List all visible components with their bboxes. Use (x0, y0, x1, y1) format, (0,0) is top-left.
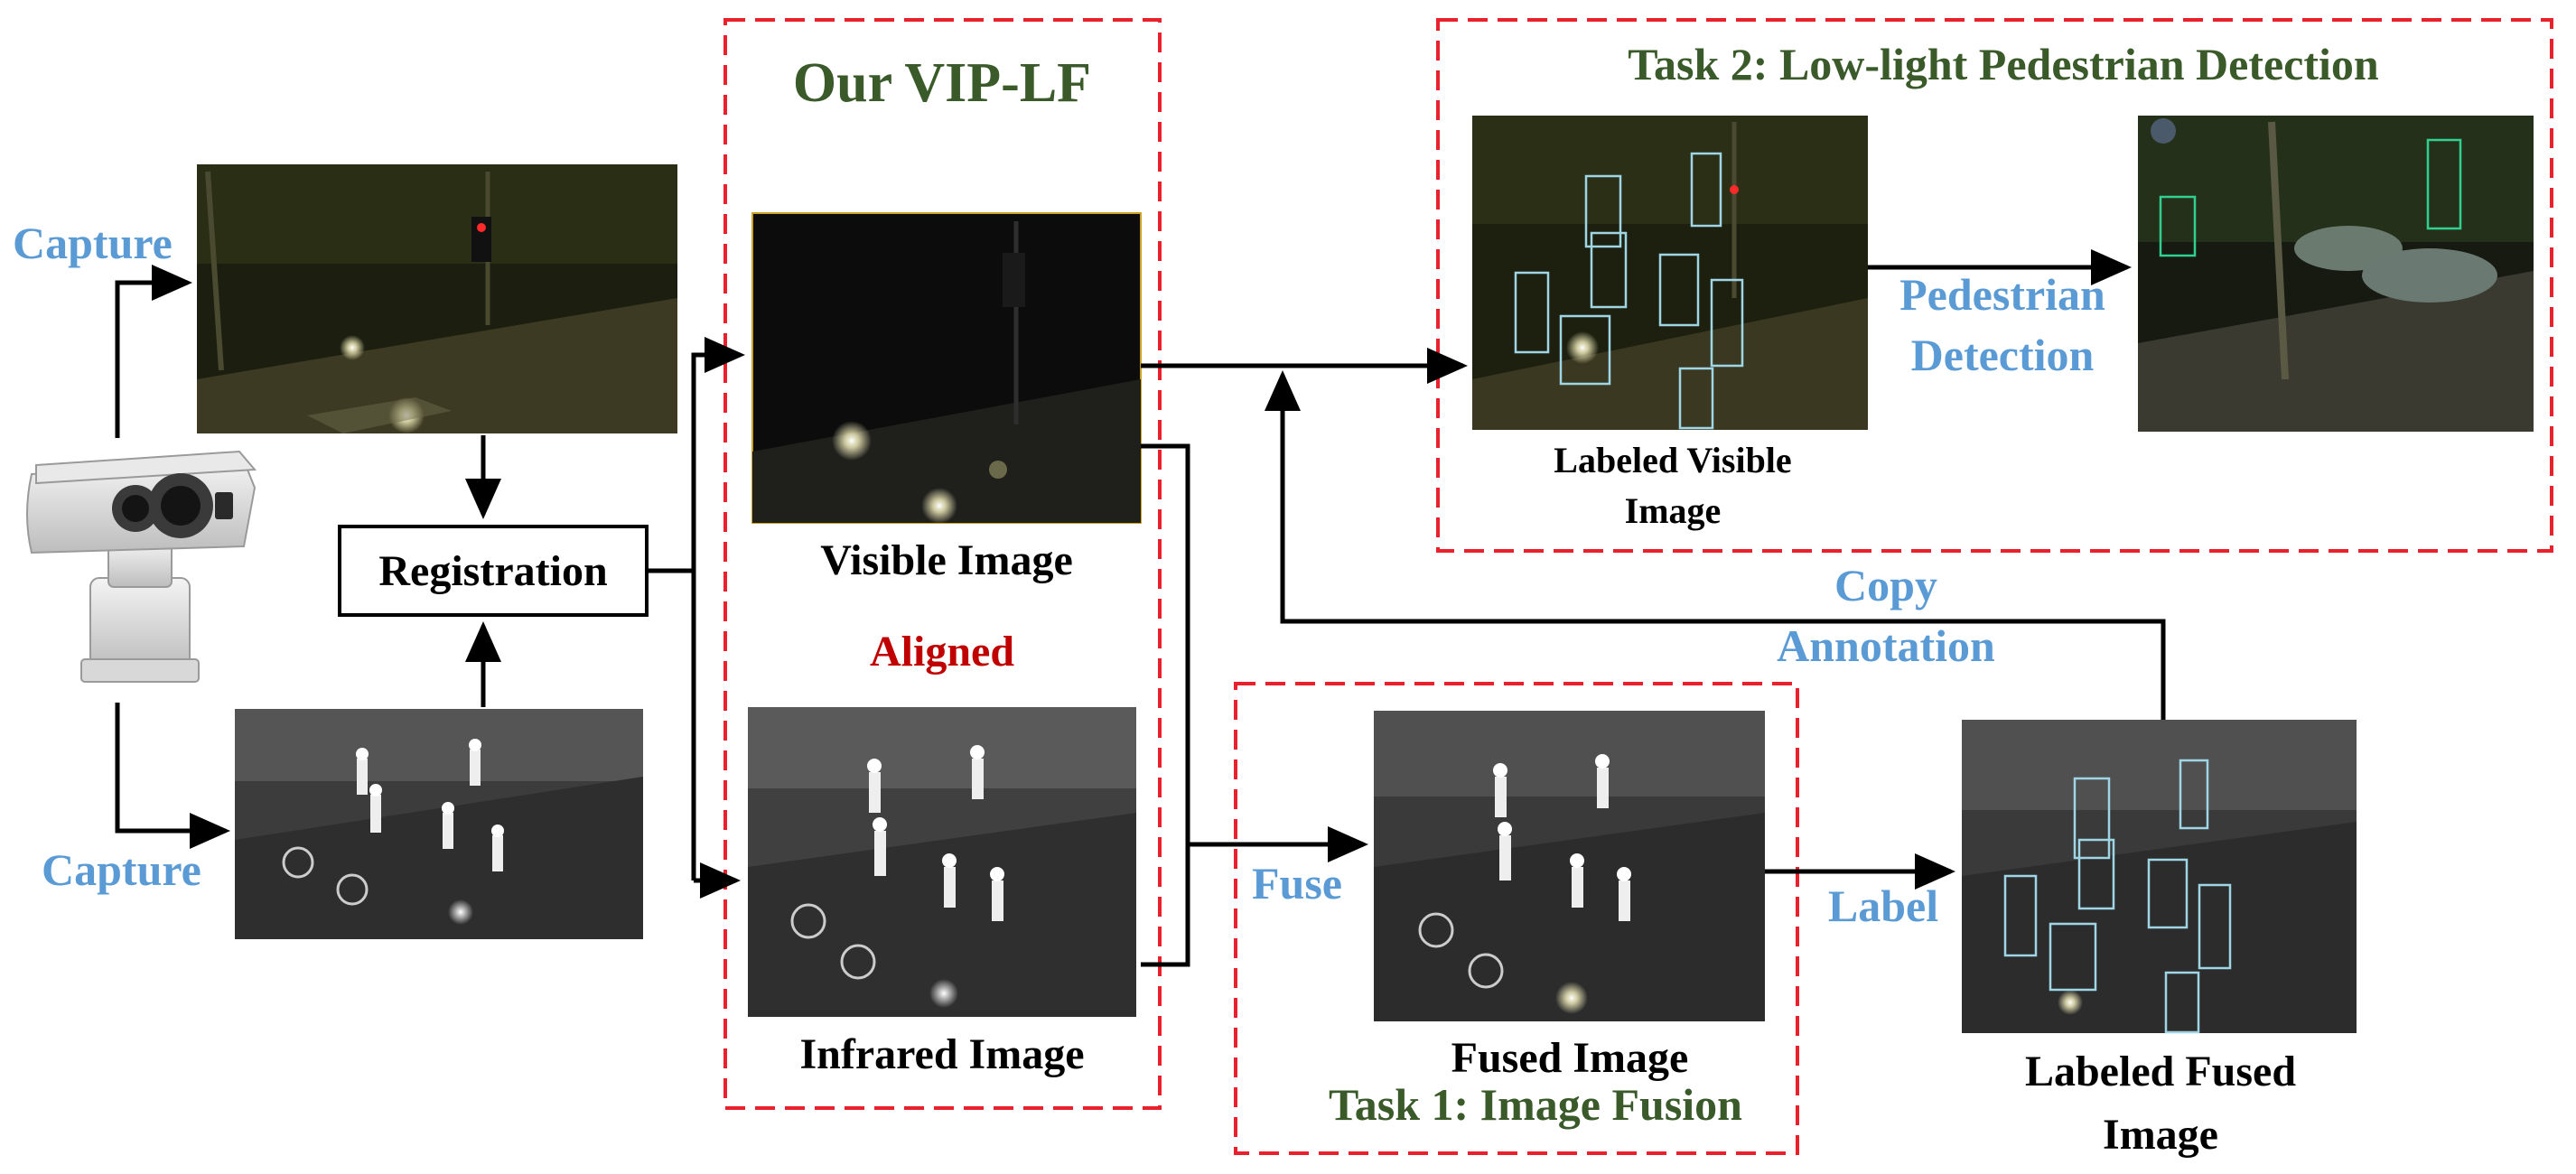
bbox (1584, 174, 1622, 248)
bbox (2198, 883, 2232, 970)
arrow-capture-visible (115, 265, 192, 438)
bbox (1658, 253, 1700, 327)
infrared-image-caption: Infrared Image (799, 1030, 1084, 1078)
labeled-visible-caption-line2: Image (1625, 490, 1722, 531)
task2-frame (1436, 18, 2553, 553)
capture-bottom-label: Capture (42, 844, 201, 895)
bbox (2077, 838, 2115, 910)
bbox (2426, 138, 2462, 230)
bbox (1690, 152, 1722, 228)
pedestrian-detection-image (2138, 116, 2534, 432)
bbox (1710, 278, 1744, 368)
labeled-fused-caption-line2: Image (2103, 1111, 2218, 1159)
labeled-visible-caption-line1: Labeled Visible (1554, 440, 1791, 480)
labeled-fused-image (1962, 720, 2357, 1034)
detection-boxes (1514, 152, 1744, 430)
registration-label: Registration (378, 547, 607, 595)
label-step-label: Label (1828, 880, 1938, 931)
bbox (2049, 922, 2097, 992)
bbox (1559, 314, 1611, 386)
arrow-registration-to-visible (691, 337, 745, 880)
fused-image-caption: Fused Image (1451, 1034, 1689, 1082)
task1-title: Task 1: Image Fusion (1329, 1079, 1742, 1130)
surveillance-camera-icon (26, 450, 257, 683)
connectors (115, 249, 2166, 967)
bbox (1590, 231, 1628, 309)
pedestrian-detection-label-line2: Detection (1911, 330, 2095, 380)
arrow-capture-infrared (115, 703, 230, 849)
captured-visible-image (197, 164, 677, 433)
registration-box (338, 525, 649, 617)
bbox (2159, 195, 2197, 257)
aligned-visible-image (751, 212, 1142, 524)
visible-image-caption: Visible Image (820, 536, 1073, 584)
bbox (2147, 858, 2189, 929)
detection-boxes (2003, 759, 2232, 1034)
fuse-label: Fuse (1252, 858, 1342, 908)
copy-annotation-line1: Copy (1834, 560, 1937, 610)
aligned-infrared-image (748, 707, 1136, 1017)
bbox (1678, 367, 1714, 430)
pedestrian-detection-label-line1: Pedestrian (1899, 269, 2105, 320)
vip-lf-frame (723, 18, 1162, 1110)
bbox (2073, 777, 2111, 860)
capture-top-label: Capture (13, 218, 173, 268)
task1-frame (1234, 682, 1799, 1155)
task2-title: Task 2: Low-light Pedestrian Detection (1628, 39, 2379, 89)
labeled-fused-caption-line1: Labeled Fused (2025, 1048, 2296, 1095)
arrow-copy-annotation (1265, 370, 2166, 720)
labeled-visible-image (1472, 116, 1868, 430)
aligned-label: Aligned (870, 628, 1014, 676)
bbox (1514, 271, 1550, 354)
bbox (2003, 874, 2038, 957)
fused-image (1374, 711, 1765, 1021)
copy-annotation-line2: Annotation (1777, 620, 1995, 671)
captured-infrared-image (235, 709, 643, 939)
vip-lf-title: Our VIP-LF (793, 52, 1091, 114)
bbox (2179, 759, 2209, 830)
bbox (2164, 971, 2200, 1034)
